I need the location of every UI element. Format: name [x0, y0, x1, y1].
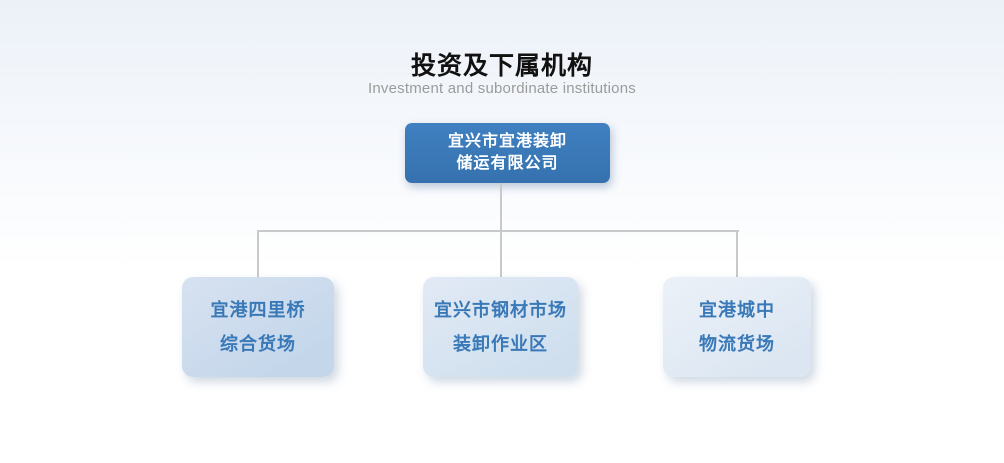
- section-subtitle: Investment and subordinate institutions: [368, 80, 636, 97]
- connector-middle-vertical: [500, 231, 502, 277]
- org-node-child-1-line1: 宜港四里桥: [210, 300, 306, 320]
- org-node-child-2-line1: 宜兴市钢材市场: [434, 300, 567, 320]
- connector-left-vertical: [257, 231, 259, 277]
- connector-horizontal: [257, 230, 739, 232]
- connector-root-vertical: [500, 183, 502, 231]
- org-node-child-3-line2: 物流货场: [699, 334, 775, 354]
- org-node-child-1-line2: 综合货场: [220, 334, 296, 354]
- org-node-root: 宜兴市宜港装卸 储运有限公司: [405, 123, 610, 183]
- org-node-root-line1: 宜兴市宜港装卸: [447, 133, 567, 150]
- connector-right-vertical: [736, 231, 738, 277]
- org-node-child-2: 宜兴市钢材市场 装卸作业区: [423, 277, 578, 377]
- org-node-root-line2: 储运有限公司: [456, 155, 559, 172]
- org-node-child-1: 宜港四里桥 综合货场: [182, 277, 334, 377]
- org-node-child-3-line1: 宜港城中: [699, 300, 775, 320]
- section-title: 投资及下属机构: [410, 52, 593, 80]
- org-node-child-3: 宜港城中 物流货场: [663, 277, 811, 377]
- org-node-child-2-line2: 装卸作业区: [453, 334, 548, 354]
